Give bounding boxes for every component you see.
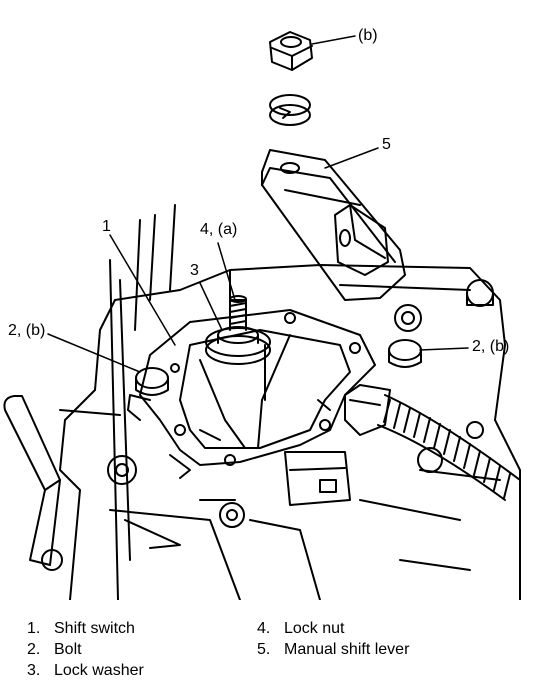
callout-2-right: 2, (b) [472,338,510,355]
shift-lever-handle [3,395,63,571]
callout-nut: (b) [358,27,378,44]
legend-text: Shift switch [54,620,135,637]
wire-harness [377,394,521,501]
shaft-and-lock-nut [205,295,271,365]
bolt-left [135,367,169,396]
legend-item-1: 1. Shift switch [27,618,135,639]
legend-item-4: 4. Lock nut [257,618,344,639]
top-lock-washer [269,94,311,126]
callout-4: 4, (a) [200,221,238,238]
leader-2-left [47,333,141,373]
transmission-case [59,204,521,600]
leader-2-right [419,347,469,351]
leader-5 [324,147,379,169]
legend-number: 3. [27,662,41,679]
legend-number: 1. [27,620,41,637]
legend-text: Lock nut [284,620,345,637]
connector-block [284,451,351,506]
callout-2-left: 2, (b) [8,322,46,339]
parts-legend: 1. Shift switch 2. Bolt 3. Lock washer 4. Lo… [0,612,544,698]
callout-1: 1 [102,218,111,235]
legend-text: Bolt [54,641,82,658]
shift-switch [127,309,376,479]
legend-text: Manual shift lever [284,641,410,658]
leader-4 [217,242,236,301]
leader-3 [199,282,223,331]
legend-item-5: 5. Manual shift lever [257,639,409,660]
legend-item-2: 2. Bolt [27,639,82,660]
callout-5: 5 [382,136,391,153]
manual-shift-lever [261,149,406,301]
bolt-right [388,339,422,368]
leader-nut [311,35,356,45]
callout-3: 3 [190,262,199,279]
legend-number: 2. [27,641,41,658]
top-nut [269,31,313,71]
leader-lines [47,35,469,373]
switch-connector [344,384,391,436]
legend-item-3: 3. Lock washer [27,660,144,681]
legend-text: Lock washer [54,662,144,679]
shift-switch-diagram [3,31,521,600]
legend-number: 5. [257,641,271,658]
leader-1 [109,234,176,346]
legend-number: 4. [257,620,271,637]
